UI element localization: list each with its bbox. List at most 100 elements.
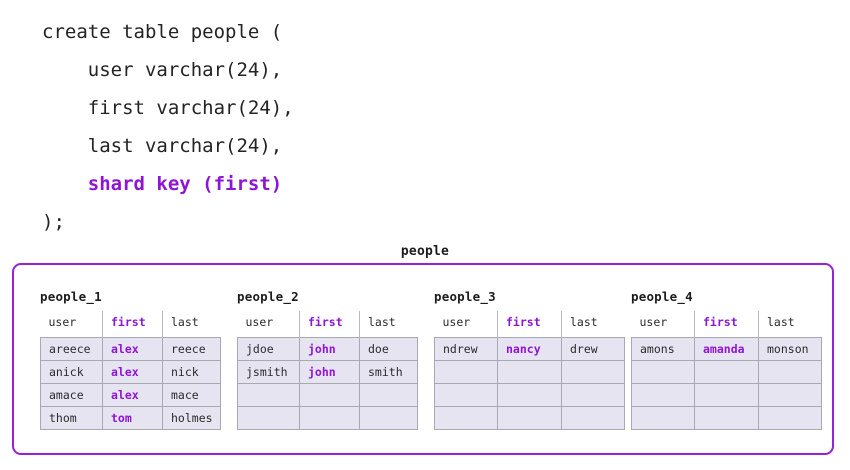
cell-user bbox=[434, 383, 498, 407]
shard-label: people_3 bbox=[434, 289, 496, 304]
cell-user bbox=[237, 406, 300, 430]
cell-last bbox=[758, 383, 822, 407]
cell-last bbox=[561, 383, 625, 407]
cell-last bbox=[359, 406, 418, 430]
column-header-user: user bbox=[237, 311, 300, 338]
table-row bbox=[631, 406, 822, 430]
cell-last: holmes bbox=[162, 406, 221, 430]
cell-first: nancy bbox=[497, 337, 562, 361]
column-header-first: first bbox=[102, 311, 163, 338]
cell-first: alex bbox=[102, 337, 163, 361]
cell-last: drew bbox=[561, 337, 625, 361]
cell-user bbox=[631, 360, 695, 384]
column-header-first: first bbox=[299, 311, 360, 338]
table-row bbox=[434, 383, 625, 407]
table-row bbox=[434, 360, 625, 384]
table-row bbox=[631, 383, 822, 407]
cell-last bbox=[758, 360, 822, 384]
cell-user bbox=[434, 360, 498, 384]
cell-first bbox=[694, 383, 759, 407]
cell-last bbox=[561, 406, 625, 430]
sql-line-4: last varchar(24), bbox=[42, 135, 283, 157]
cell-user bbox=[631, 383, 695, 407]
table-row bbox=[434, 406, 625, 430]
shard-label: people_2 bbox=[237, 289, 299, 304]
cell-first: john bbox=[299, 337, 360, 361]
cell-first: alex bbox=[102, 383, 163, 407]
column-header-user: user bbox=[434, 311, 498, 338]
cell-user: amons bbox=[631, 337, 695, 361]
cell-first bbox=[694, 360, 759, 384]
sql-line-3: first varchar(24), bbox=[42, 97, 294, 119]
sql-line-6: ); bbox=[42, 211, 65, 233]
cell-user bbox=[434, 406, 498, 430]
cell-last: smith bbox=[359, 360, 418, 384]
cell-user bbox=[237, 383, 300, 407]
cell-first: john bbox=[299, 360, 360, 384]
cell-last: monson bbox=[758, 337, 822, 361]
cell-first: tom bbox=[102, 406, 163, 430]
sql-line-1: create table people ( bbox=[42, 21, 283, 43]
cell-first: alex bbox=[102, 360, 163, 384]
cell-user: thom bbox=[40, 406, 103, 430]
cell-user bbox=[631, 406, 695, 430]
table-row bbox=[237, 383, 418, 407]
column-header-user: user bbox=[40, 311, 103, 338]
sql-line-5: shard key (first) bbox=[42, 165, 294, 203]
table-row bbox=[237, 406, 418, 430]
table-row bbox=[631, 360, 822, 384]
cell-user: ndrew bbox=[434, 337, 498, 361]
shard-key-clause: shard key (first) bbox=[87, 173, 283, 195]
column-header-first: first bbox=[694, 311, 759, 338]
column-header-last: last bbox=[171, 315, 199, 329]
cell-first bbox=[299, 406, 360, 430]
cell-last: reece bbox=[162, 337, 221, 361]
shard-label: people_1 bbox=[40, 289, 102, 304]
cell-user: jdoe bbox=[237, 337, 300, 361]
cell-last bbox=[561, 360, 625, 384]
shard-label: people_4 bbox=[631, 289, 693, 304]
cell-user: amace bbox=[40, 383, 103, 407]
cell-last bbox=[758, 406, 822, 430]
diagram-title: people bbox=[400, 244, 450, 259]
cell-last: mace bbox=[162, 383, 221, 407]
cell-user: areece bbox=[40, 337, 103, 361]
cell-first bbox=[497, 406, 562, 430]
cell-first bbox=[497, 360, 562, 384]
cell-last: nick bbox=[162, 360, 221, 384]
cell-first bbox=[497, 383, 562, 407]
column-header-last: last bbox=[570, 315, 598, 329]
column-header-last: last bbox=[368, 315, 396, 329]
cell-last bbox=[359, 383, 418, 407]
cell-first bbox=[299, 383, 360, 407]
cell-first bbox=[694, 406, 759, 430]
cell-user: jsmith bbox=[237, 360, 300, 384]
column-header-user: user bbox=[631, 311, 695, 338]
column-header-last: last bbox=[767, 315, 795, 329]
column-header-first: first bbox=[497, 311, 562, 338]
sql-line-2: user varchar(24), bbox=[42, 59, 283, 81]
cell-last: doe bbox=[359, 337, 418, 361]
